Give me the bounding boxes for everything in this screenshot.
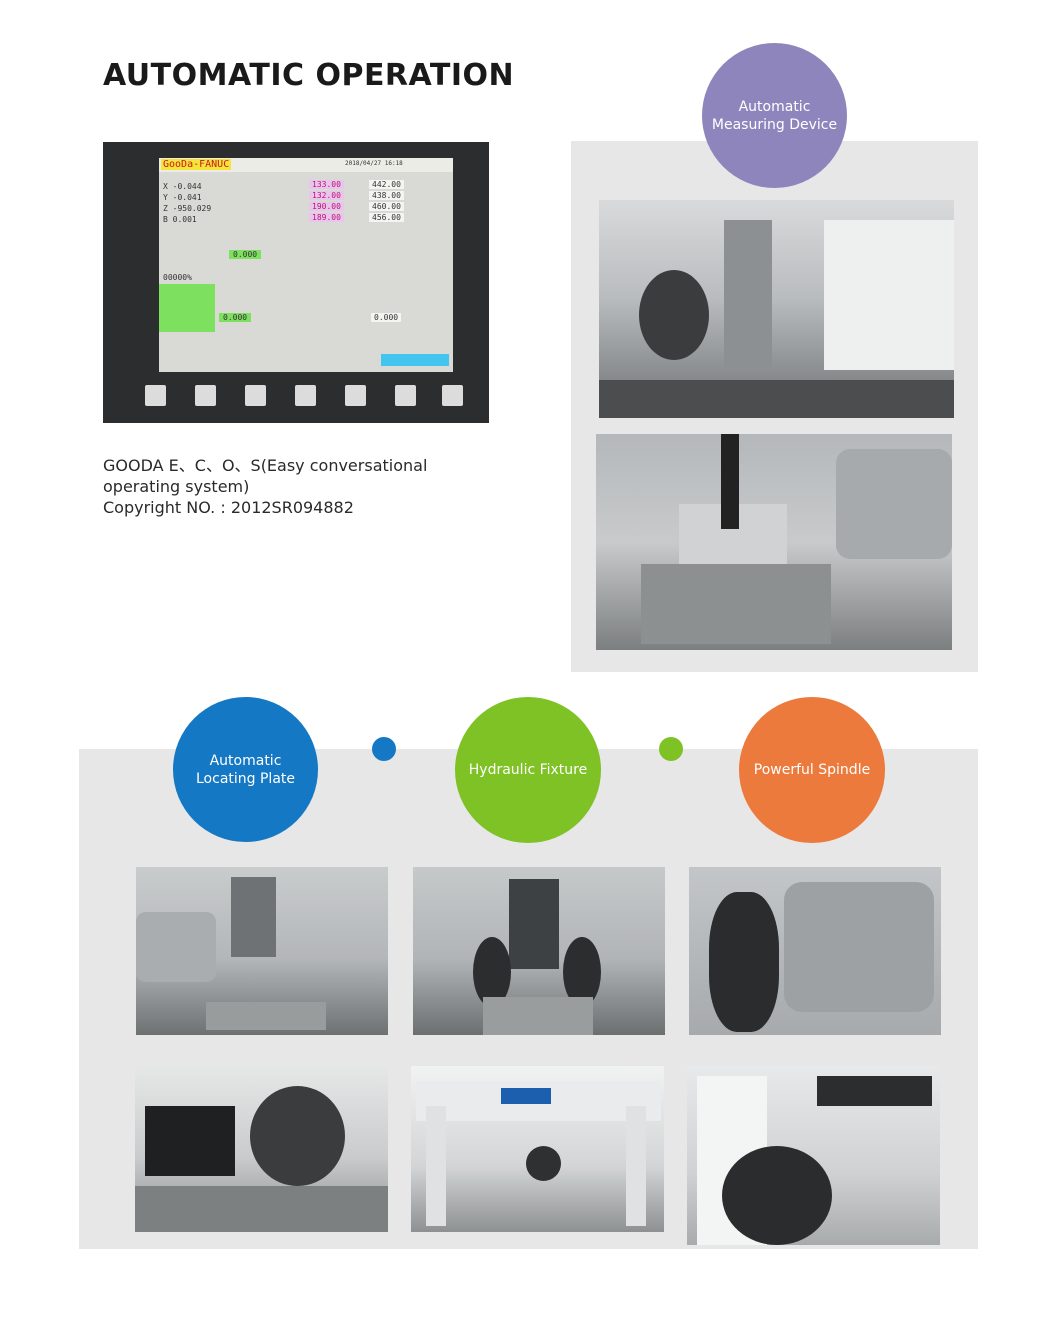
measuring-device-label: Automatic Measuring Device [711,98,838,133]
cnc-right-arrow-button[interactable] [442,385,463,406]
locating-plate-badge: Automatic Locating Plate [173,697,318,842]
cnc-finish-length: 189.00 [309,213,344,222]
spindle-photo-1 [689,867,941,1035]
caption-line-3: Copyright NO. : 2012SR094882 [103,498,354,517]
cnc-softkey-button[interactable] [295,385,316,406]
blue-dot [372,737,396,761]
measuring-device-badge: Automatic Measuring Device [702,43,847,188]
hydraulic-fixture-badge: Hydraulic Fixture [455,697,601,843]
cnc-val-460: 460.00 [369,202,404,211]
hydraulic-fixture-photo-1 [413,867,665,1035]
measuring-device-photo [599,200,954,418]
powerful-spindle-badge: Powerful Spindle [739,697,885,843]
cnc-left-arrow-button[interactable] [145,385,166,406]
cnc-orig-width: 133.00 [309,180,344,189]
locating-plate-label: Automatic Locating Plate [196,752,295,787]
cnc-x: X -0.044 [163,182,202,191]
cnc-softkey-button[interactable] [245,385,266,406]
locating-plate-photo-1 [136,867,388,1035]
cnc-softkey-button[interactable] [195,385,216,406]
cnc-finish-width: 132.00 [309,191,344,200]
cnc-brand: GooDa-FANUC [161,159,232,170]
cnc-percent: 00000% [163,273,192,282]
caption: GOODA E、C、O、S(Easy conversational operat… [103,455,427,518]
cnc-val-438: 438.00 [369,191,404,200]
cnc-date: 2018/04/27 16:18 [345,160,403,167]
powerful-spindle-label: Powerful Spindle [753,762,871,778]
cnc-screen: GooDa-FANUC 2018/04/27 16:18 X -0.044 Y … [159,158,453,372]
green-dot [659,737,683,761]
caption-line-1: GOODA E、C、O、S(Easy conversational [103,456,428,475]
spindle-photo-2 [687,1066,940,1245]
cnc-refine-value: 0.000 [371,313,402,322]
cnc-control-panel: GooDa-FANUC 2018/04/27 16:18 X -0.044 Y … [103,142,489,423]
cnc-b: B 0.001 [163,215,197,224]
hydraulic-fixture-label: Hydraulic Fixture [468,762,588,778]
cnc-y: Y -0.041 [163,193,202,202]
caption-line-2: operating system) [103,477,250,496]
workpiece-photo [596,434,952,650]
cnc-softkey-button[interactable] [395,385,416,406]
machine-overview-photo [411,1066,664,1232]
cnc-cut-size: 0.000 [229,250,262,259]
locating-plate-photo-2 [135,1066,388,1232]
cnc-val-442: 442.00 [369,180,404,189]
cnc-orig-length: 190.00 [309,202,344,211]
cnc-softkey-button[interactable] [345,385,366,406]
cnc-measure-value: 0.000 [219,313,252,322]
cnc-val-456: 456.00 [369,213,404,222]
cnc-z: Z -950.029 [163,204,212,213]
page-title: AUTOMATIC OPERATION [103,58,515,93]
